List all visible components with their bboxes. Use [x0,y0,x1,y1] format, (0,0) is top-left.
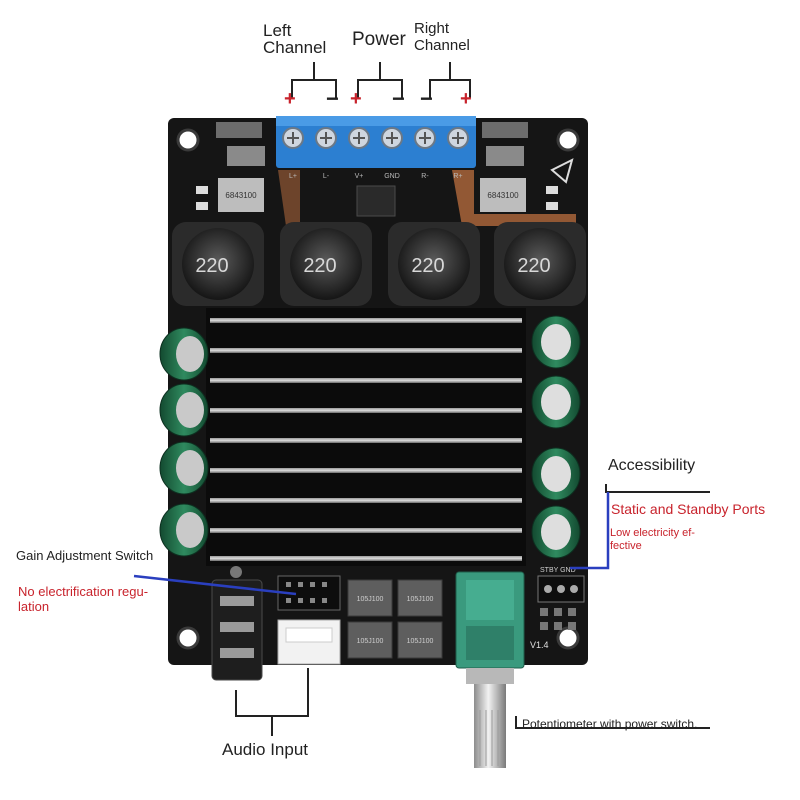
left-plus-sign: + [284,88,296,110]
potentiometer-label: Potentiometer with power switch. [522,717,698,731]
board-logo-icon [550,158,574,184]
gain-switch-label: Gain Adjustment Switch [16,548,154,563]
inductor-marks: 220 220 220 220 [195,255,550,277]
audio-input-label: Audio Input [222,740,309,759]
inductor-mark-3: 220 [411,255,444,277]
top-smd-parts [196,122,576,226]
low-electricity-label-2: fective [610,540,642,552]
terminal-silkscreen: L+ L- V+ GND R- R+ [289,173,463,180]
terminal-block [276,116,476,168]
version-mark: V1.4 [530,640,549,650]
left-channel-label-1: Left [263,21,292,40]
capacitors-left [159,327,209,557]
heatsink [206,308,526,566]
inductors [172,222,586,306]
power-minus-sign: − [392,86,405,111]
cap-mark-4: 105J100 [407,638,434,645]
power-label: Power [352,29,406,50]
term-label-1: L- [323,173,330,180]
inductor-mark-4: 220 [517,255,550,277]
inductor-mark-2: 220 [303,255,336,277]
standby-silkscreen: STBY GND [540,567,576,574]
standby-header [537,575,585,630]
resistor-mark-left: 6843100 [225,191,257,200]
left-minus-sign: − [326,86,339,111]
term-label-0: L+ [289,173,297,180]
potentiometer [455,571,525,768]
power-plus-sign: + [350,88,362,110]
resistor-mark-right: 6843100 [487,191,519,200]
left-channel-label-2: Channel [263,38,327,57]
term-label-2: V+ [355,173,364,180]
term-label-4: R- [421,173,429,180]
cap-mark-3: 105J100 [357,638,384,645]
film-capacitors [347,579,443,659]
right-channel-label-2: Channel [414,37,470,54]
cap-mark-1: 105J100 [357,596,384,603]
right-channel-label-1: Right [414,20,450,37]
input-connector [277,619,341,665]
term-label-5: R+ [453,173,462,180]
cap-mark-2: 105J100 [407,596,434,603]
static-standby-label: Static and Standby Ports [611,501,766,517]
accessibility-label: Accessibility [608,457,696,474]
film-cap-marks: 105J100 105J100 105J100 105J100 [357,596,434,645]
capacitors-right [531,315,581,559]
no-electrification-label-2: lation [18,599,50,614]
audio-jack [211,566,263,681]
low-electricity-label-1: Low electricity ef- [610,527,695,539]
pointer-lines [133,492,610,596]
bracket-lines [235,62,710,736]
right-minus-sign: − [420,86,433,111]
term-label-3: GND [384,173,400,180]
inductor-mark-1: 220 [195,255,228,277]
mounting-holes [176,128,580,650]
no-electrification-label-1: No electrification regu- [18,584,149,599]
right-plus-sign: + [460,88,472,110]
